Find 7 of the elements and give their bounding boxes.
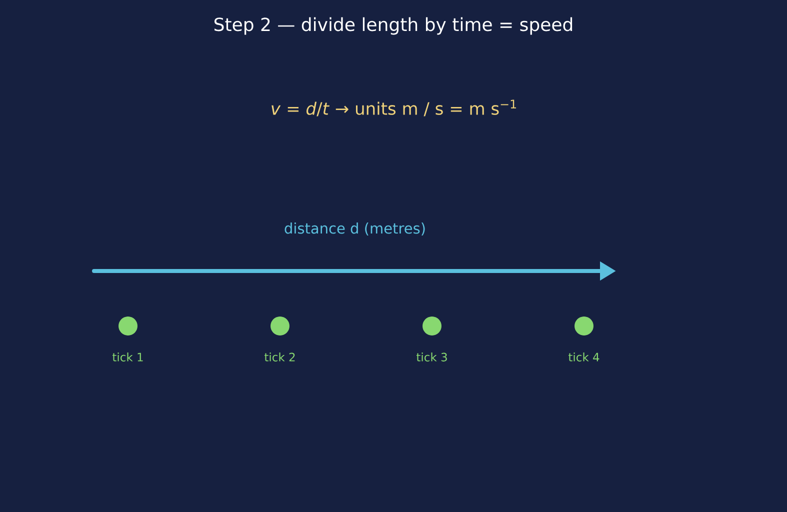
tick-label: tick 1 — [112, 352, 143, 362]
tick-label: tick 4 — [568, 352, 600, 362]
tick-label: tick 3 — [416, 352, 447, 362]
title: Step 2 — divide length by time = speed — [214, 17, 572, 35]
formula: v = d/t → units m / s = m s$^{−1}$ — [272, 100, 516, 116]
tick-label: tick 2 — [264, 352, 295, 362]
arrow-label: distance d (metres) — [284, 222, 425, 236]
